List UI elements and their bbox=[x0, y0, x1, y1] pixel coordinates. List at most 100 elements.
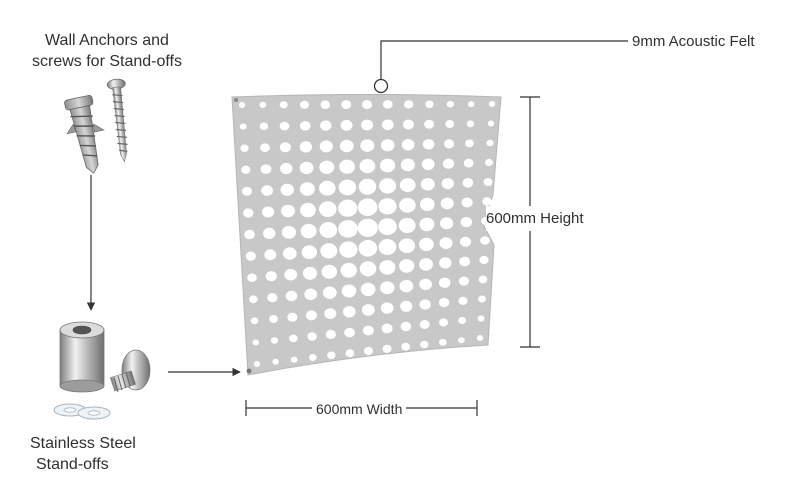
panel-hole bbox=[486, 139, 494, 147]
panel-hole bbox=[444, 139, 455, 149]
panel-hole bbox=[252, 339, 259, 346]
panel-hole bbox=[466, 120, 475, 128]
panel-hole bbox=[465, 139, 474, 148]
panel-hole bbox=[289, 334, 298, 343]
acoustic-felt-panel bbox=[231, 94, 502, 376]
panel-hole bbox=[419, 237, 434, 251]
panel-hole bbox=[319, 140, 333, 153]
panel-hole bbox=[309, 354, 317, 361]
panel-hole bbox=[307, 332, 317, 341]
panel-hole bbox=[260, 164, 272, 175]
panel-hole bbox=[419, 197, 435, 211]
anchors-label-line2: screws for Stand-offs bbox=[32, 53, 182, 70]
panel-hole bbox=[439, 338, 447, 346]
felt-callout bbox=[373, 40, 628, 94]
panel-hole bbox=[270, 337, 279, 344]
panel-hole bbox=[253, 361, 261, 367]
panel-hole bbox=[419, 217, 435, 232]
panel-hole bbox=[340, 119, 353, 131]
panel-hole bbox=[338, 179, 357, 196]
panel-hole bbox=[262, 206, 275, 218]
panel-hole bbox=[281, 204, 295, 218]
felt-callout-ring bbox=[373, 78, 389, 94]
panel-hole bbox=[440, 197, 454, 210]
panel-hole bbox=[300, 100, 309, 109]
panel-hole bbox=[357, 198, 378, 216]
panel-hole bbox=[259, 122, 269, 131]
panel-hole bbox=[345, 349, 355, 358]
panel-hole bbox=[478, 295, 486, 303]
panel-hole bbox=[261, 185, 273, 196]
anchors-label: Wall Anchors and screws for Stand-offs bbox=[22, 30, 192, 72]
panel-hole bbox=[305, 310, 317, 321]
panel-hole bbox=[282, 247, 297, 260]
panel-hole bbox=[458, 296, 468, 305]
panel-hole bbox=[378, 218, 397, 236]
panel-hole bbox=[380, 302, 394, 314]
panel-hole bbox=[357, 218, 378, 237]
panel-holes bbox=[238, 99, 496, 367]
panel-hole bbox=[338, 220, 358, 238]
panel-hole bbox=[267, 293, 278, 303]
panel-hole bbox=[290, 356, 298, 363]
panel-hole bbox=[322, 286, 337, 299]
panel-hole bbox=[280, 162, 293, 175]
panel-hole bbox=[459, 256, 471, 267]
panel-hole bbox=[487, 120, 495, 127]
standoffs-label-line1: Stainless Steel bbox=[30, 435, 136, 452]
panel-hole bbox=[362, 325, 374, 336]
felt-label: 9mm Acoustic Felt bbox=[632, 33, 755, 50]
panel-hole bbox=[287, 312, 298, 322]
panel-hole bbox=[438, 277, 451, 288]
standoffs-label-line2: Stand-offs bbox=[36, 456, 109, 473]
panel-hole bbox=[445, 120, 455, 128]
panel-hole bbox=[299, 182, 315, 196]
panel-hole bbox=[247, 273, 257, 283]
panel-hole bbox=[281, 225, 296, 239]
panel-hole bbox=[483, 178, 493, 186]
panel-hole bbox=[269, 315, 278, 323]
panel-hole bbox=[446, 100, 454, 108]
panel-hole bbox=[300, 223, 317, 239]
panel-hole bbox=[321, 264, 338, 279]
panel-hole bbox=[399, 178, 416, 193]
panel-hole bbox=[320, 243, 338, 259]
panel-hole bbox=[380, 281, 395, 295]
panel-hole bbox=[400, 158, 415, 172]
panel-hole bbox=[421, 158, 435, 171]
panel-hole bbox=[302, 266, 318, 280]
panel-hole bbox=[358, 240, 378, 257]
panel-hole bbox=[284, 268, 298, 281]
panel-hole bbox=[461, 197, 473, 208]
panel-hole bbox=[399, 197, 416, 213]
panel-hole bbox=[424, 119, 435, 129]
panel-hole bbox=[260, 143, 270, 153]
panel-hole bbox=[482, 197, 492, 206]
panel-hole bbox=[285, 290, 298, 302]
panel-hole bbox=[319, 160, 335, 174]
panel-hole bbox=[438, 297, 450, 308]
panel-hole bbox=[400, 300, 413, 312]
panel-hole bbox=[250, 317, 259, 325]
panel-hole bbox=[379, 178, 397, 194]
panel-hole bbox=[364, 346, 373, 356]
wall-anchor-icon bbox=[64, 95, 105, 174]
panel-hole bbox=[439, 237, 453, 250]
panel-hole bbox=[459, 236, 472, 247]
panel-hole bbox=[263, 227, 276, 239]
panel-hole bbox=[379, 260, 396, 275]
panel-hole bbox=[279, 121, 290, 131]
standoff-cap-screw-icon bbox=[109, 349, 151, 393]
panel-hole bbox=[249, 295, 258, 304]
panel-hole bbox=[440, 217, 454, 230]
panel-hole bbox=[243, 208, 254, 218]
panel-hole bbox=[476, 335, 484, 341]
height-label: 600mm Height bbox=[486, 206, 584, 231]
panel-hole bbox=[361, 119, 374, 131]
panel-hole bbox=[265, 271, 277, 282]
panel-hole bbox=[460, 217, 472, 228]
panel-hole bbox=[301, 245, 317, 260]
panel-hole bbox=[343, 306, 356, 318]
panel-hole bbox=[402, 119, 414, 130]
